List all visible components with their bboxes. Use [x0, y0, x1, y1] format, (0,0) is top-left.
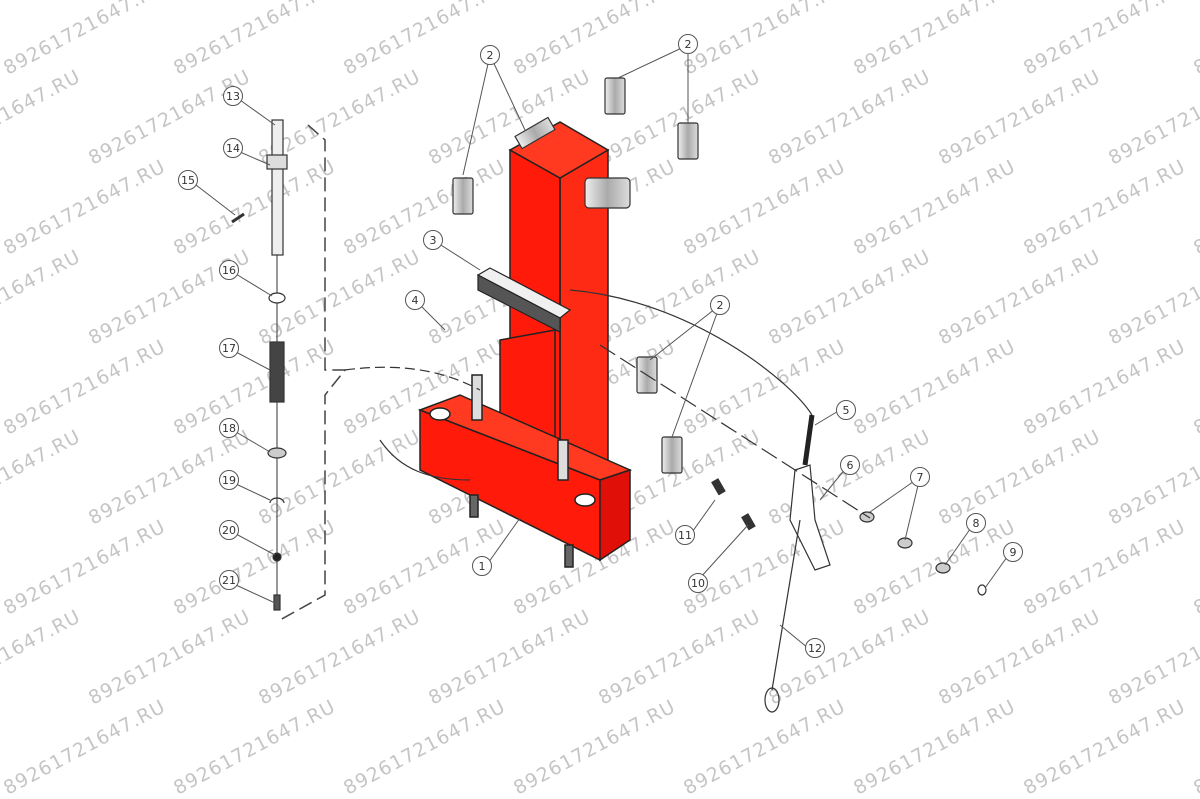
loose-pads	[452, 77, 699, 474]
callout-6: 6	[840, 455, 860, 475]
callout-8: 8	[966, 513, 986, 533]
lever-assembly	[344, 289, 987, 713]
callout-20: 20	[219, 520, 239, 540]
diagram-drawing	[195, 44, 1013, 713]
callout-9: 9	[1003, 542, 1023, 562]
callout-2-middle-right: 2	[710, 295, 730, 315]
assembly-bracket	[279, 124, 347, 621]
leader-lines	[195, 44, 1013, 649]
callout-21: 21	[219, 570, 239, 590]
callout-12: 12	[805, 638, 825, 658]
callout-11: 11	[675, 525, 695, 545]
column-part	[417, 121, 633, 568]
callout-15: 15	[178, 170, 198, 190]
callout-4: 4	[405, 290, 425, 310]
callout-14: 14	[223, 138, 243, 158]
callout-18: 18	[219, 418, 239, 438]
callout-17: 17	[219, 338, 239, 358]
cross-bar-part	[476, 267, 572, 333]
callout-3: 3	[423, 230, 443, 250]
callout-2-top-column: 2	[480, 45, 500, 65]
callout-2-top-right: 2	[678, 34, 698, 54]
pin-assembly	[231, 119, 288, 611]
callout-13: 13	[223, 86, 243, 106]
callout-5: 5	[836, 400, 856, 420]
callout-1: 1	[472, 556, 492, 576]
callout-16: 16	[219, 260, 239, 280]
callout-7: 7	[910, 467, 930, 487]
pad-top-column	[514, 116, 631, 209]
callout-19: 19	[219, 470, 239, 490]
callout-10: 10	[688, 573, 708, 593]
